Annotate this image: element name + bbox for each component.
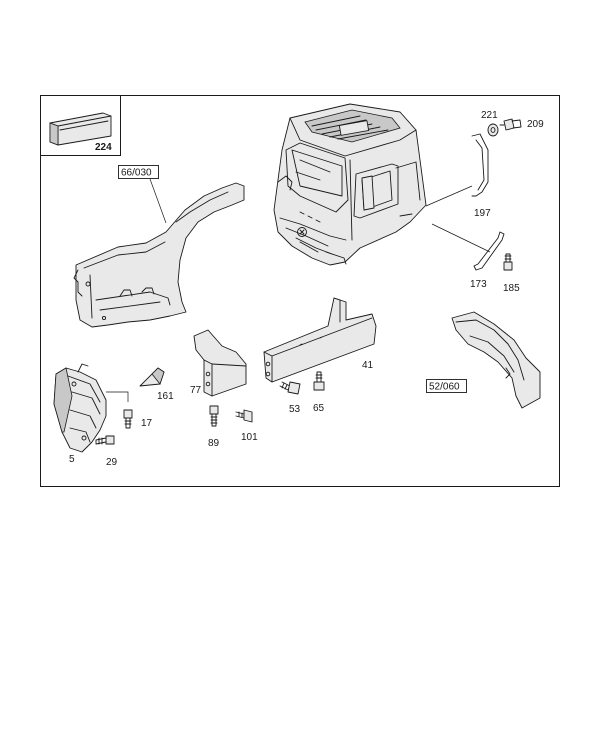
callout-5: 5	[69, 454, 75, 465]
screw-185-part	[503, 253, 513, 271]
step-carrier-part	[263, 297, 377, 383]
screw-17-part	[123, 409, 133, 429]
callout-17: 17	[141, 418, 153, 429]
leader-173	[431, 223, 491, 253]
screw-29-part	[95, 435, 115, 445]
ref-box-fender[interactable]: 66/030	[118, 165, 159, 179]
leader-fender-ref	[149, 178, 167, 224]
callout-173: 173	[470, 279, 487, 290]
mudflap-bracket-part	[53, 363, 107, 453]
callout-77: 77	[190, 385, 202, 396]
callout-221: 221	[481, 110, 498, 121]
callout-209: 209	[527, 119, 544, 130]
inset-panel: 224	[40, 95, 121, 156]
screw-65-part	[313, 371, 325, 391]
trim-strip-part	[49, 112, 112, 146]
callout-65: 65	[313, 403, 325, 414]
callout-41: 41	[362, 360, 374, 371]
grab-handle-part	[471, 133, 489, 197]
diagram-frame	[40, 95, 560, 487]
screw-89-part	[209, 405, 219, 427]
ref-fender-label: 66/030	[121, 168, 152, 179]
bracket-77-part	[193, 329, 247, 397]
callout-101: 101	[241, 432, 258, 443]
inset-part-number: 224	[95, 142, 112, 153]
front-fender-part	[73, 182, 245, 328]
wheel-arch-liner-part	[451, 311, 541, 409]
callout-89: 89	[208, 438, 220, 449]
leader-5	[106, 391, 129, 402]
callout-185: 185	[503, 283, 520, 294]
leader-197	[425, 185, 473, 207]
truck-cab-part	[273, 103, 427, 266]
ref-wheel-arch-label: 52/060	[429, 382, 460, 393]
callout-53: 53	[289, 404, 301, 415]
step-bracket-part	[473, 231, 505, 271]
callout-161: 161	[157, 391, 174, 402]
callout-29: 29	[106, 457, 118, 468]
callout-197: 197	[474, 208, 491, 219]
ref-box-wheel-arch[interactable]: 52/060	[426, 379, 467, 393]
screw-101-part	[235, 409, 253, 423]
washer-part	[487, 123, 499, 137]
screw-53-part	[279, 381, 301, 395]
screw-209-part	[499, 118, 522, 131]
wedge-161-part	[139, 367, 165, 387]
